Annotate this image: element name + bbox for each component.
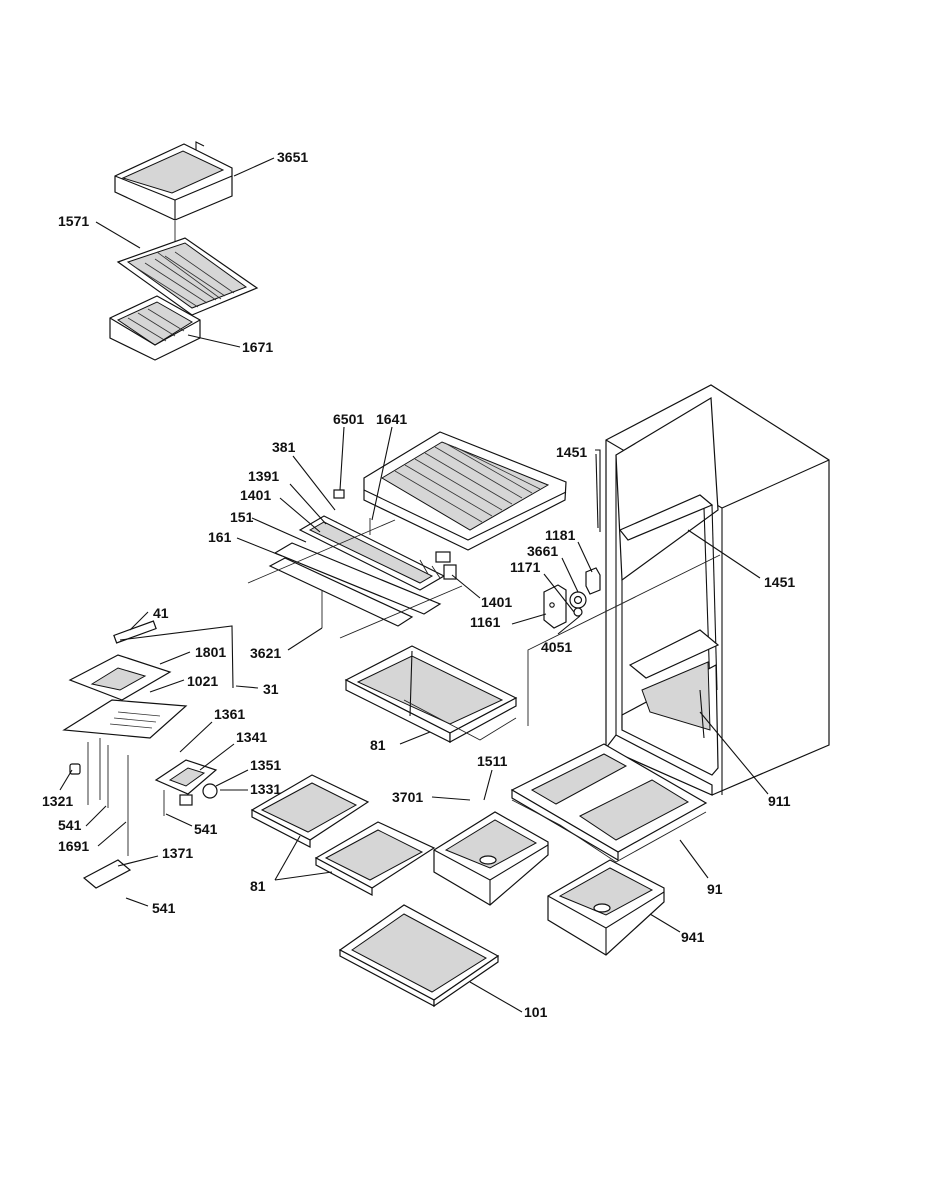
- shelf-81-upper: [344, 645, 518, 744]
- label-1171: 1171: [510, 559, 541, 575]
- label-1451-left: 1451: [556, 444, 587, 460]
- light-housing-assembly: [62, 620, 234, 805]
- label-381: 381: [272, 439, 296, 455]
- label-1341: 1341: [236, 729, 267, 745]
- label-4051: 4051: [541, 639, 572, 655]
- label-3701: 3701: [392, 789, 423, 805]
- label-941: 941: [681, 929, 705, 945]
- label-1321: 1321: [42, 793, 73, 809]
- label-1641: 1641: [376, 411, 407, 427]
- leader-lines: [59, 157, 769, 1013]
- part-1401: [435, 551, 451, 563]
- label-1331: 1331: [250, 781, 281, 797]
- crisper-pan-941: [547, 859, 665, 956]
- cabinet: [605, 384, 830, 796]
- label-1361: 1361: [214, 706, 245, 722]
- label-1401-top: 1401: [240, 487, 271, 503]
- light-shield-1371: [82, 859, 132, 889]
- bulb-1331: [179, 783, 218, 806]
- label-91: 91: [707, 881, 723, 897]
- shelf-101: [338, 904, 500, 1008]
- label-3621: 3621: [250, 645, 281, 661]
- label-1181: 1181: [545, 527, 576, 543]
- label-1801: 1801: [195, 644, 226, 660]
- label-1451-right: 1451: [764, 574, 795, 590]
- label-1161: 1161: [470, 614, 501, 630]
- shelf-81-right: [314, 821, 436, 897]
- label-541-bottom: 541: [152, 900, 176, 916]
- light-switch-1341: [154, 759, 218, 795]
- label-1571: 1571: [58, 213, 89, 229]
- label-31: 31: [263, 681, 279, 697]
- label-161: 161: [208, 529, 232, 545]
- label-1511: 1511: [477, 753, 508, 769]
- hinge-cap-1181: [585, 567, 601, 595]
- basket-1671: [109, 295, 201, 361]
- label-1401-bottom: 1401: [481, 594, 512, 610]
- freezer-shelf-1641: [363, 431, 567, 551]
- label-6501: 6501: [333, 411, 364, 427]
- label-1351: 1351: [250, 757, 281, 773]
- pan-3651: [114, 141, 233, 221]
- label-101: 101: [524, 1004, 548, 1020]
- label-1691: 1691: [58, 838, 89, 854]
- label-41: 41: [153, 605, 169, 621]
- hinge-1161: [543, 584, 567, 629]
- hinge-bar-assembly: [247, 489, 463, 639]
- label-1021: 1021: [187, 673, 218, 689]
- label-3651: 3651: [277, 149, 308, 165]
- label-3661: 3661: [527, 543, 558, 559]
- callout-labels: 3651 1571 1671 6501 1641 381 1391 1401 1…: [42, 149, 795, 1020]
- label-911: 911: [768, 793, 791, 809]
- label-81-middle: 81: [370, 737, 386, 753]
- label-1671: 1671: [242, 339, 273, 355]
- crisper-cover-91: [510, 743, 708, 863]
- hinge-cam-3661: [569, 591, 587, 617]
- label-541-left: 541: [58, 817, 82, 833]
- label-81-lower: 81: [250, 878, 266, 894]
- assembly-line-shelf-81: [527, 554, 721, 726]
- label-541-middle: 541: [194, 821, 218, 837]
- rack-1571: [116, 237, 259, 316]
- label-1391: 1391: [248, 468, 279, 484]
- shelf-81-left: [250, 774, 370, 848]
- label-151: 151: [230, 509, 254, 525]
- label-1371: 1371: [162, 845, 193, 861]
- crisper-pan-1511: [433, 811, 549, 906]
